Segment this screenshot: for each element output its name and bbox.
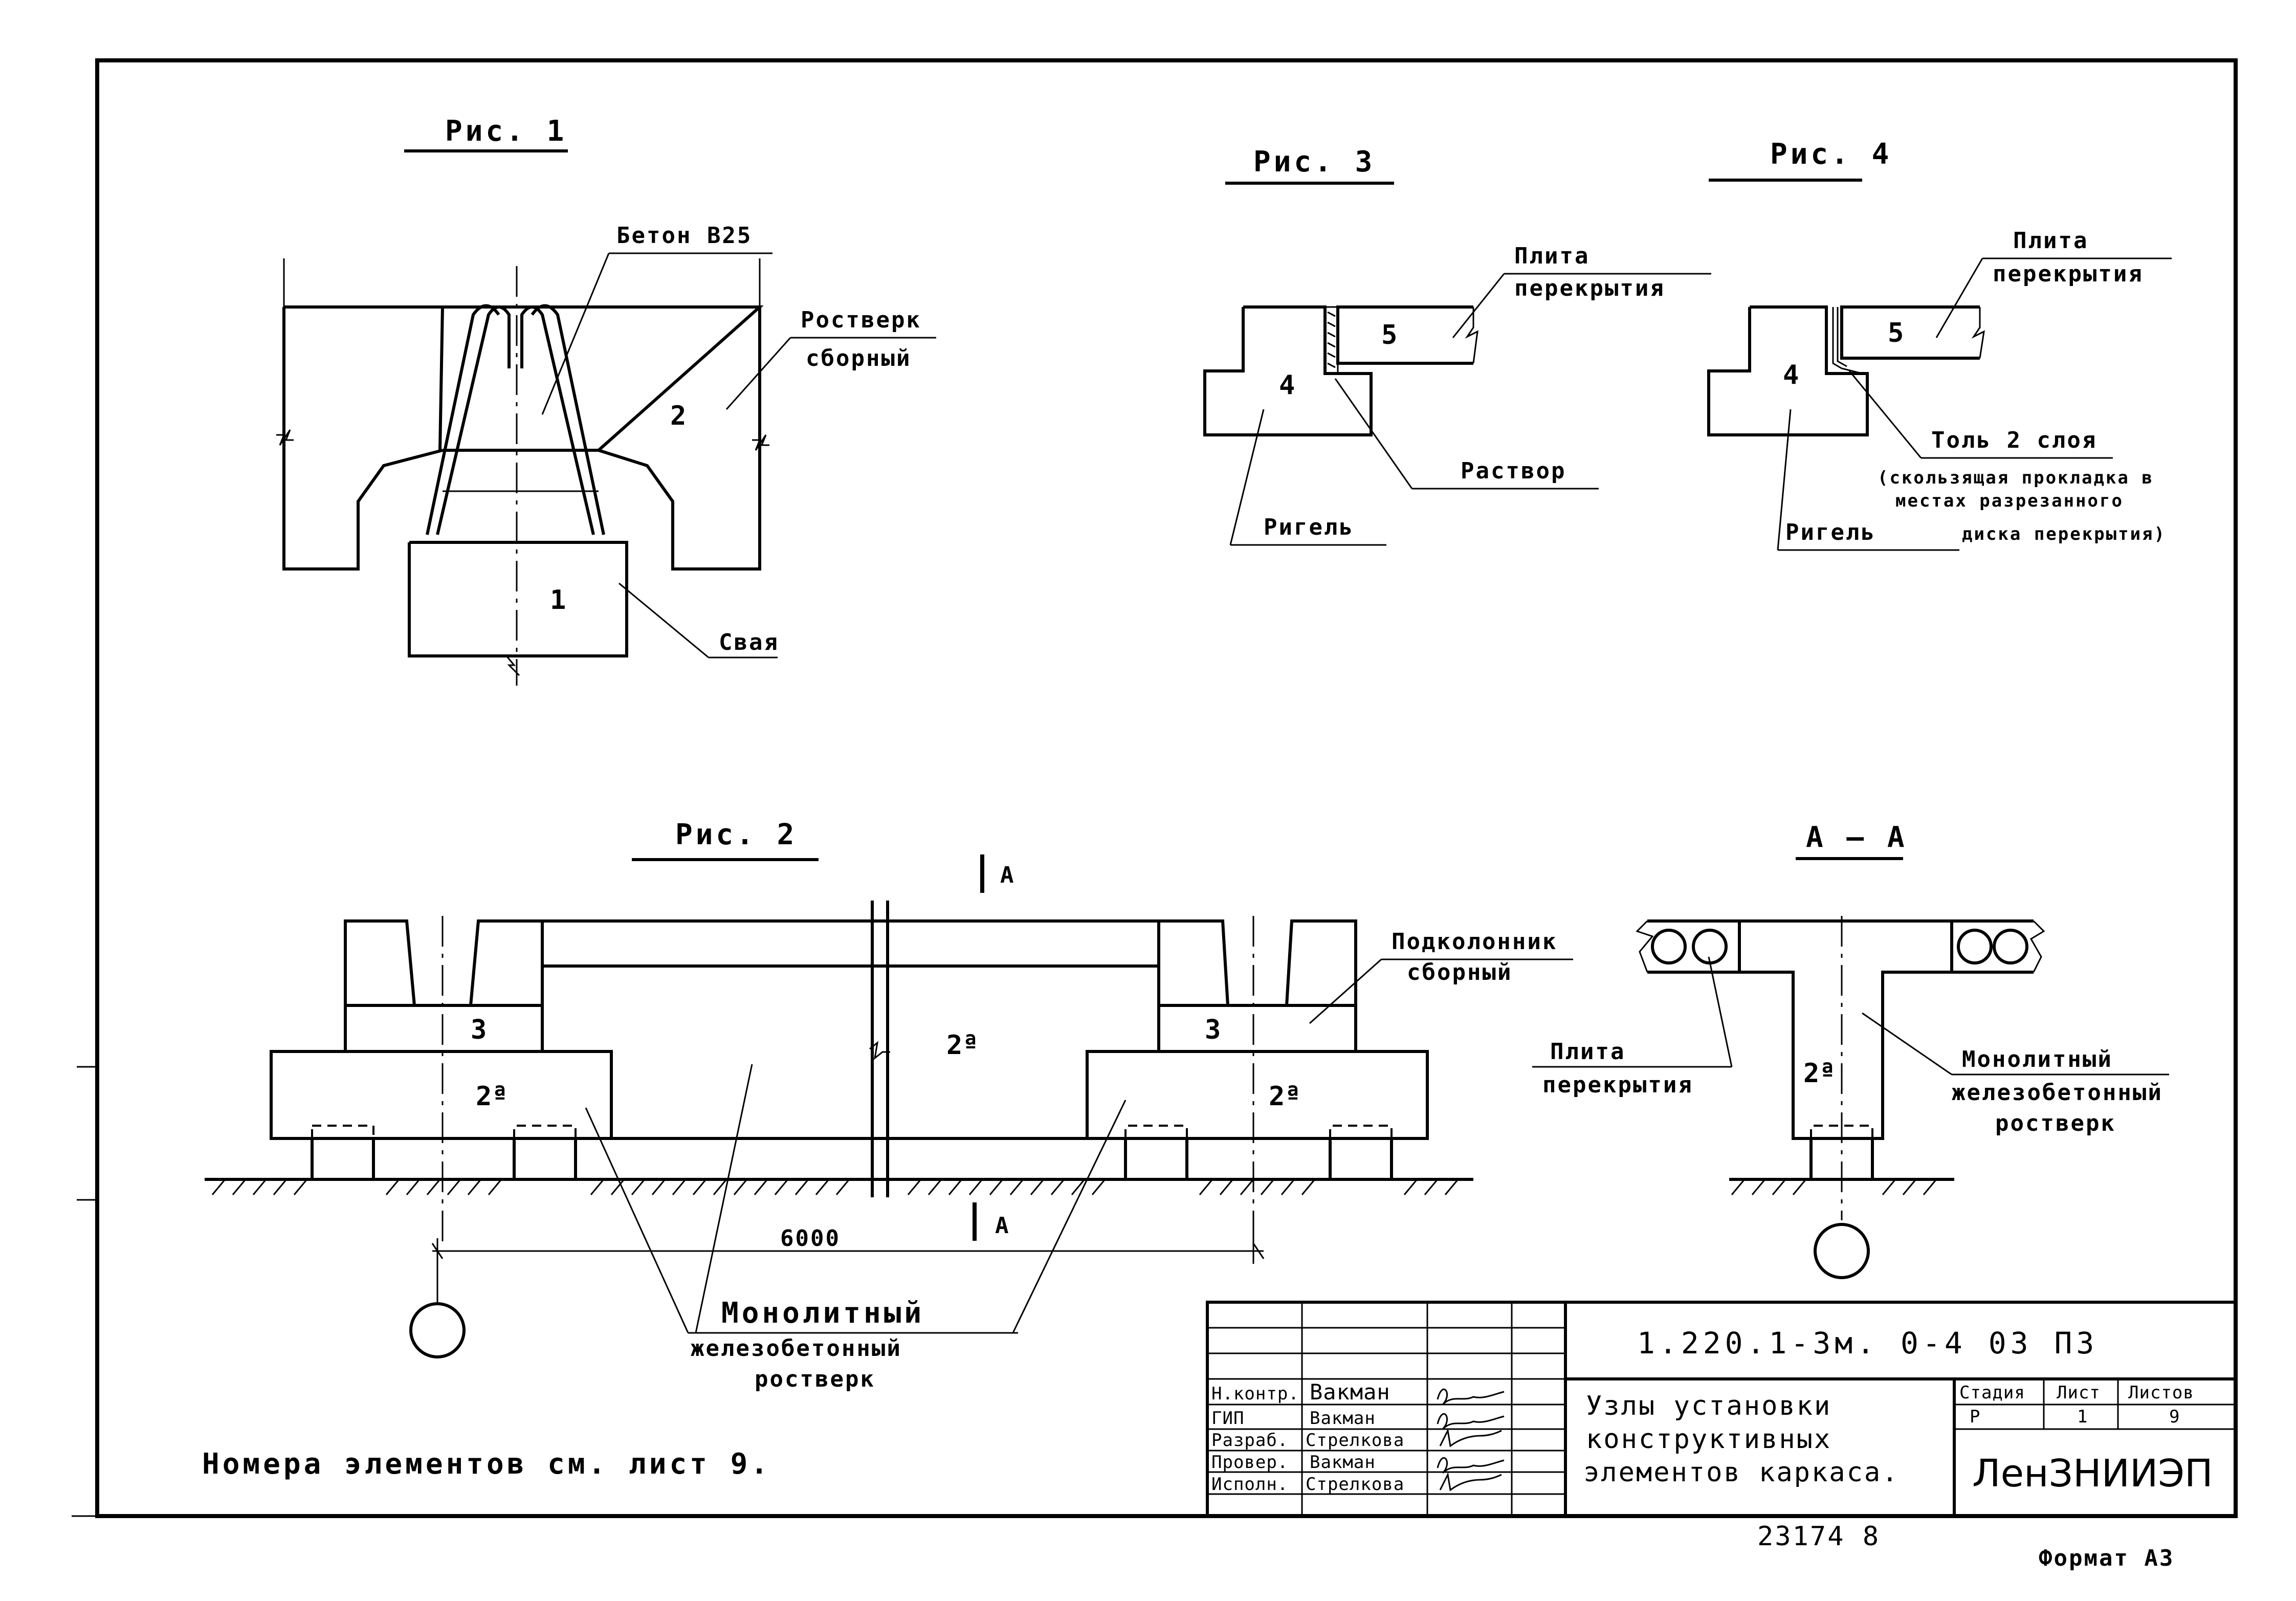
fig3-element-4: 4: [1279, 370, 1295, 401]
section-aa-mono-label-1: Монолитный: [1962, 1046, 2113, 1072]
fig1-concrete-label: Бетон В25: [616, 223, 752, 249]
stage-label: Стадия: [1959, 1383, 2025, 1403]
section-a-a: А — А 2ª Плита перекрытия Монолитный жел…: [1532, 821, 2169, 1279]
fig4-slab-label2: перекрытия: [1993, 261, 2144, 287]
section-aa-slab-label2: перекрытия: [1542, 1072, 1693, 1098]
section-aa-slab-label: Плита: [1550, 1039, 1625, 1065]
section-aa-title: А — А: [1806, 821, 1908, 854]
fig4-note-1: (скользящая прокладка в: [1878, 468, 2154, 488]
inventory-number: 23174 8: [1757, 1521, 1880, 1552]
fig2-title: Рис. 2: [675, 818, 797, 851]
sheets-value: 9: [2169, 1407, 2180, 1427]
sheet-frame: [95, 58, 2238, 1518]
fig3-title: Рис. 3: [1253, 145, 1375, 179]
title-block: 1.220.1-3м. 0-4 03 ПЗ Узлы установки кон…: [1206, 1301, 2237, 1518]
fig4-note-2: местах разрезанного: [1895, 491, 2124, 511]
fig2-axis-bubble: [409, 1302, 466, 1358]
fig4-note-3: диска перекрытия): [1962, 524, 2166, 544]
role-3: Разраб.: [1211, 1430, 1288, 1451]
name-2: Вакман: [1310, 1408, 1376, 1429]
figure-1: Рис. 1 2 1 Бетон В25 Ростверк: [276, 115, 936, 686]
fig1-element-2: 2: [670, 401, 686, 431]
drawing-title-2: конструктивных: [1586, 1424, 1831, 1455]
sheet-label: Лист: [2057, 1383, 2101, 1403]
fig4-roofing-label: Толь 2 слоя: [1931, 427, 2097, 453]
fig2-mono-label-3: ростверк: [755, 1366, 875, 1392]
organization-name: ЛенЗНИИЭП: [1972, 1452, 2213, 1496]
figure-4: Рис. 4 4 5 Плита перекрытия Толь 2 слоя …: [1707, 138, 2172, 551]
role-5: Исполн.: [1211, 1474, 1288, 1495]
section-aa-element-2a: 2ª: [1803, 1058, 1836, 1089]
fig4-slab-label: Плита: [2013, 228, 2088, 254]
general-note: Номера элементов см. лист 9.: [202, 1448, 771, 1481]
role-1: Н.контр.: [1211, 1384, 1299, 1404]
sheets-label: Листов: [2128, 1383, 2194, 1403]
fig2-element-3-right: 3: [1205, 1015, 1221, 1045]
fig3-slab-label2: перекрытия: [1514, 275, 1665, 301]
fig3-mortar-label: Раствор: [1461, 458, 1566, 484]
fig2-subcolumn-label2: сборный: [1407, 959, 1512, 985]
fig1-pile-label: Свая: [719, 629, 779, 655]
fig2-subcolumn-label: Подколонник: [1392, 929, 1557, 955]
fig4-element-4: 4: [1783, 360, 1799, 390]
fig1-grillage-label2: сборный: [806, 345, 911, 371]
stage-value: Р: [1970, 1407, 1980, 1427]
fig4-beam-label: Ригель: [1785, 519, 1876, 545]
sheet-value: 1: [2077, 1407, 2088, 1427]
drawing-title-3: элементов каркаса.: [1583, 1457, 1900, 1488]
signature-4: [1437, 1457, 1505, 1474]
section-aa-axis-bubble: [1814, 1223, 1870, 1279]
name-1: Вакман: [1310, 1379, 1390, 1405]
fig2-mono-label-1: Монолитный: [721, 1297, 924, 1330]
fig4-title: Рис. 4: [1770, 138, 1892, 171]
figure-2: Рис. 2 А А: [205, 818, 1573, 1392]
section-aa-mono-label-3: ростверк: [1995, 1110, 2116, 1136]
name-3: Стрелкова: [1306, 1430, 1404, 1451]
figure-3: Рис. 3 4 5 Плита перекрытия Раствор Риге…: [1203, 145, 1711, 546]
signature-2: [1437, 1413, 1505, 1430]
fig2-section-a-top: А: [1000, 862, 1015, 888]
sheet-format: Формат А3: [2039, 1545, 2174, 1571]
fig2-element-3-left: 3: [471, 1015, 487, 1045]
section-aa-mono-label-2: железобетонный: [1952, 1080, 2163, 1106]
fig2-section-a-bottom: А: [995, 1213, 1010, 1239]
name-5: Стрелкова: [1306, 1474, 1404, 1495]
fig1-grillage-label: Ростверк: [801, 307, 921, 333]
fig3-element-5: 5: [1381, 320, 1397, 350]
fig2-element-2a-right: 2ª: [1269, 1081, 1301, 1112]
signature-3: [1439, 1428, 1502, 1448]
fig1-title: Рис. 1: [445, 115, 567, 148]
fig2-mono-label-2: железобетонный: [691, 1335, 902, 1362]
fig2-span-dimension: 6000: [780, 1225, 841, 1252]
fig3-beam-label: Ригель: [1264, 514, 1354, 540]
fig1-element-1: 1: [550, 585, 566, 616]
fig2-element-2a-left: 2ª: [476, 1081, 508, 1112]
role-2: ГИП: [1211, 1408, 1244, 1429]
role-4: Провер.: [1211, 1452, 1288, 1473]
fig3-slab-label: Плита: [1514, 243, 1589, 269]
signature-1: [1437, 1388, 1505, 1406]
signature-5: [1439, 1472, 1502, 1492]
drawing-code: 1.220.1-3м. 0-4 03 ПЗ: [1637, 1326, 2098, 1361]
fig2-element-2a-mid: 2ª: [946, 1030, 979, 1061]
name-4: Вакман: [1310, 1452, 1376, 1473]
drawing-title-1: Узлы установки: [1586, 1391, 1831, 1421]
fig4-element-5: 5: [1888, 318, 1904, 348]
